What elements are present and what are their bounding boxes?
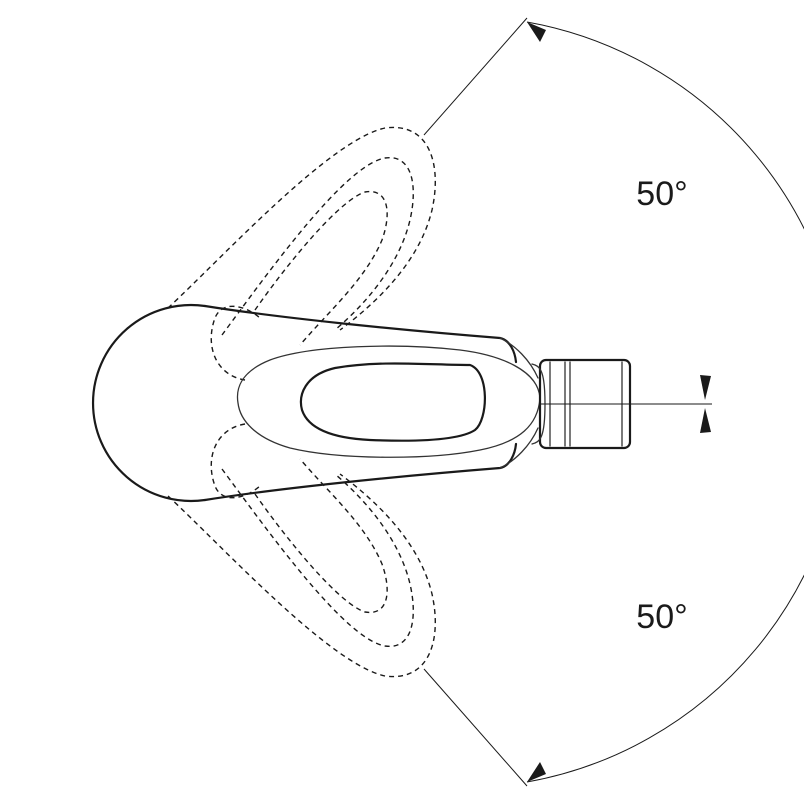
upper-angle-label-bg [626,170,698,214]
lower-angle-label-bg [626,594,698,638]
lower-ghost-inner [254,458,388,614]
lever-bottom-edge [203,442,518,502]
lower-angle-label: 50° [636,598,687,636]
upper-angle-label: 50° [636,175,687,213]
lever-top-edge [203,304,518,364]
lower-arc-arrow-top [700,408,711,433]
lower-swing-ghost [167,423,436,678]
lever-outer-contour [236,345,541,458]
lower-ghost-knob [210,423,261,499]
upper-arc-arrow-bottom [700,375,711,400]
lower-ghost-middle [221,468,414,647]
lever-head-circle [92,303,207,503]
lever-neck-line-top [499,337,539,379]
upper-ghost-outer [167,126,436,331]
upper-ghost-middle [221,157,414,336]
upper-extension-line [423,17,528,136]
lever-neck-line-bottom [499,427,539,469]
lower-arc-arrow-bottom [527,762,546,782]
angle-dimension-arc [526,21,804,783]
lever-inner-recess [299,362,486,442]
lower-extension-line [423,668,528,787]
upper-ghost-knob [210,305,261,381]
upper-arc-arrow-top [527,22,546,42]
lever-handle [92,303,541,503]
upper-swing-ghost [167,126,436,381]
upper-ghost-inner [254,190,388,346]
lower-ghost-outer [167,473,436,678]
